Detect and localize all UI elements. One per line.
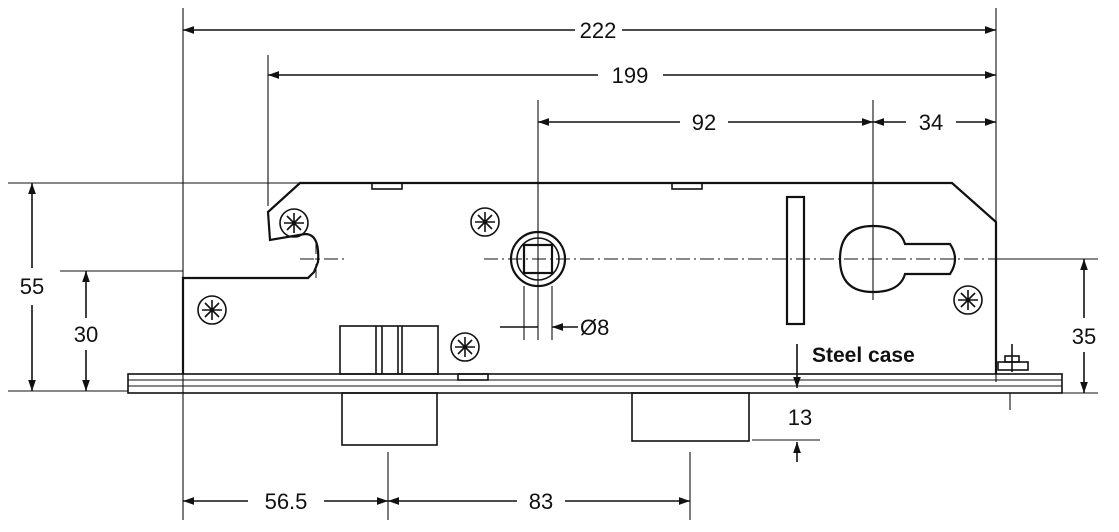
dim-case-length: 199 [612,63,649,88]
square-spindle-icon [509,230,567,340]
screw-icon [953,285,983,315]
dim-case-height: 55 [20,274,44,299]
centre-lines [300,240,1000,278]
dim-bolt-projection: 13 [788,405,812,430]
material-label: Steel case [812,344,915,367]
lock-case [181,181,1029,381]
dim-spindle-to-cylinder: 92 [692,110,716,135]
extension-lines [8,8,1098,520]
faceplate [127,373,1063,394]
screw-icon [197,295,227,325]
dim-latch-offset: 56.5 [265,489,308,514]
dim-lower-step-height: 30 [74,322,98,347]
dimension-labels: 222 199 92 34 55 30 35 Ø8 13 56.5 83 Ste… [20,18,1096,514]
latch-and-bolt [341,392,750,446]
dim-cylinder-to-faceplate: 34 [919,110,943,135]
keyhole-icon [838,220,957,300]
screw-icon [470,207,500,237]
dim-spindle-size: Ø8 [580,315,609,340]
dim-latch-to-bolt: 83 [529,489,553,514]
dimension-lines [28,26,1088,505]
dim-overall-length: 222 [580,18,617,43]
dim-cylinder-height: 35 [1072,324,1096,349]
screw-icon [279,208,309,238]
screw-icon [450,332,480,362]
